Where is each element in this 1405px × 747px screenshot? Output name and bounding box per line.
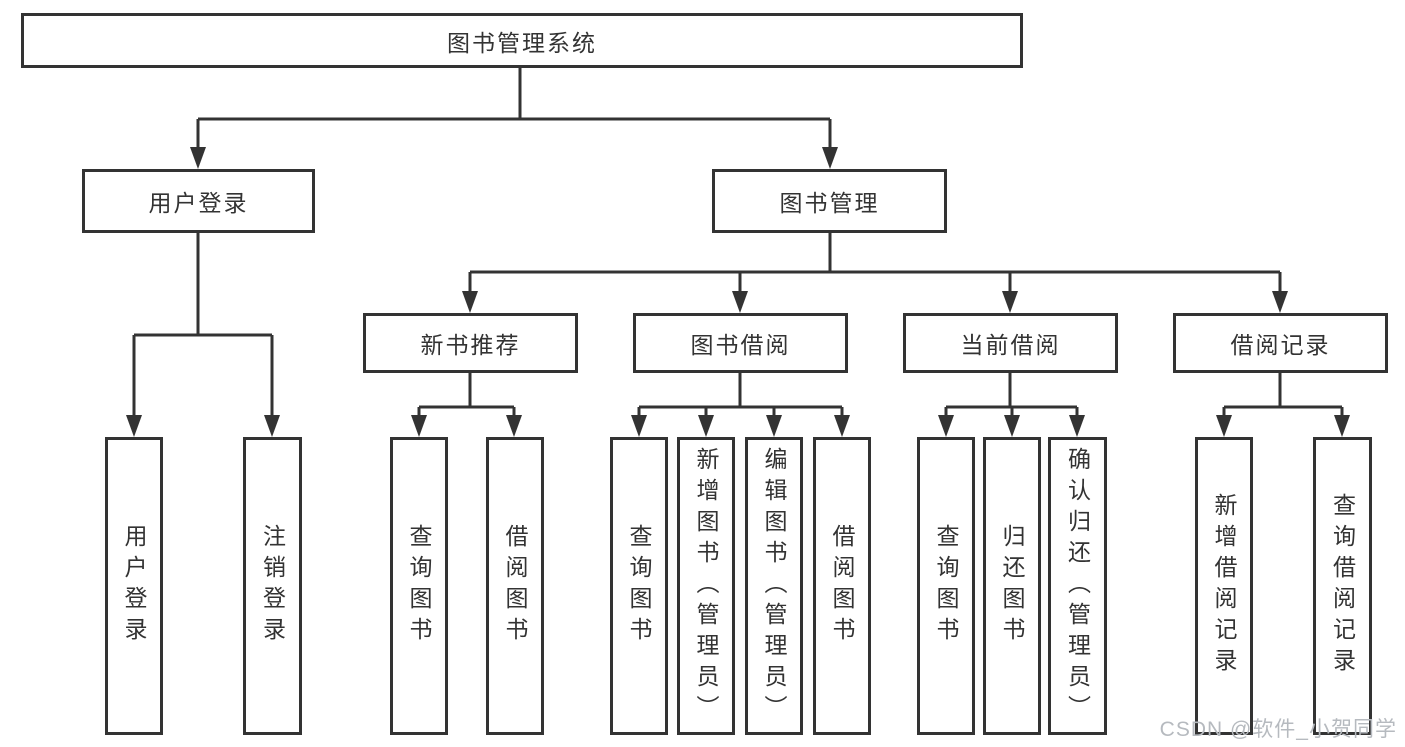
node-new-book-recommend: 新书推荐: [363, 313, 578, 373]
node-root-system: 图书管理系统: [21, 13, 1023, 68]
csdn-watermark: CSDN @软件_小贺同学: [1159, 718, 1397, 741]
arrowheads: [126, 147, 1350, 437]
leaf-query-books-current: 查询图书: [917, 437, 975, 735]
leaf-add-borrow-record: 新增借阅记录: [1195, 437, 1253, 735]
leaf-user-login: 用户登录: [105, 437, 163, 735]
leaf-query-books-borrow: 查询图书: [610, 437, 668, 735]
node-book-management-branch: 图书管理: [712, 169, 947, 233]
node-borrow-records: 借阅记录: [1173, 313, 1388, 373]
node-user-login-branch: 用户登录: [82, 169, 315, 233]
leaf-add-book-admin: 新增图书（管理员）: [677, 437, 735, 735]
leaf-return-books: 归还图书: [983, 437, 1041, 735]
leaf-borrow-books-recommend: 借阅图书: [486, 437, 544, 735]
leaf-query-borrow-record: 查询借阅记录: [1313, 437, 1372, 735]
leaf-borrow-books: 借阅图书: [813, 437, 871, 735]
leaf-query-books-recommend: 查询图书: [390, 437, 448, 735]
node-current-borrow: 当前借阅: [903, 313, 1118, 373]
node-book-borrow: 图书借阅: [633, 313, 848, 373]
leaf-confirm-return-admin: 确认归还（管理员）: [1048, 437, 1107, 735]
leaf-logout: 注销登录: [243, 437, 302, 735]
leaf-edit-book-admin: 编辑图书（管理员）: [745, 437, 803, 735]
